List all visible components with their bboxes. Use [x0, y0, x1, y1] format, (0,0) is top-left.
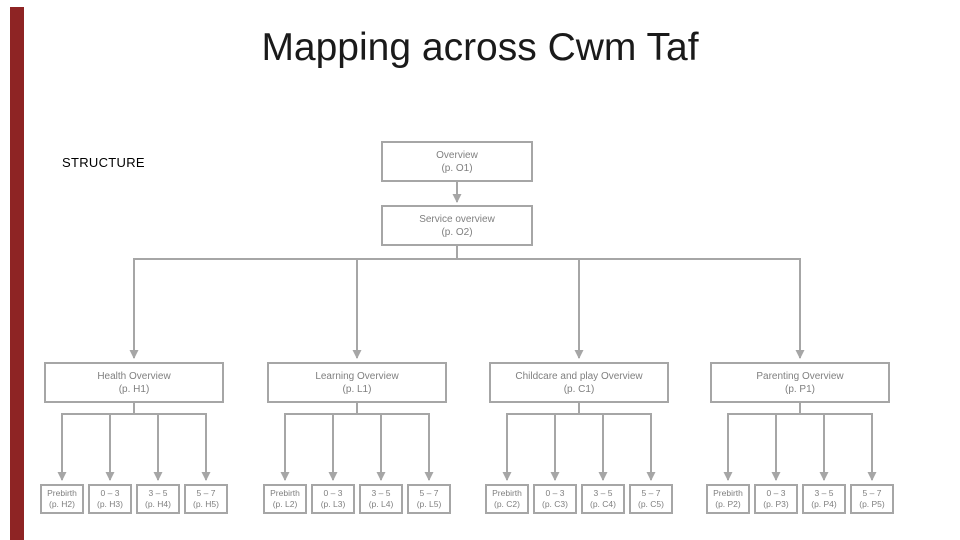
node-service-overview: Service overview (p. O2)	[381, 205, 533, 246]
node-title: Health Overview	[97, 370, 171, 382]
node-page: (p. C3)	[542, 499, 568, 509]
node-page: (p. L1)	[342, 383, 372, 395]
node-parenting-3-5: 3 – 5 (p. P4)	[802, 484, 846, 514]
node-page: (p. O2)	[441, 226, 473, 238]
node-page: (p. C4)	[590, 499, 616, 509]
node-title: 0 – 3	[323, 488, 343, 499]
page-title: Mapping across Cwm Taf	[261, 26, 699, 69]
node-learning-3-5: 3 – 5 (p. L4)	[359, 484, 403, 514]
node-page: (p. L3)	[320, 499, 346, 509]
node-page: (p. H2)	[49, 499, 75, 509]
node-page: (p. P3)	[763, 499, 789, 509]
node-page: (p. C5)	[638, 499, 664, 509]
node-title: 5 – 7	[862, 488, 882, 499]
node-title: Parenting Overview	[756, 370, 844, 382]
node-page: (p. C2)	[494, 499, 520, 509]
node-childcare-prebirth: Prebirth (p. C2)	[485, 484, 529, 514]
node-page: (p. L2)	[272, 499, 298, 509]
node-title: 0 – 3	[545, 488, 565, 499]
node-health-overview: Health Overview (p. H1)	[44, 362, 224, 403]
node-learning-prebirth: Prebirth (p. L2)	[263, 484, 307, 514]
node-page: (p. P5)	[859, 499, 885, 509]
node-parenting-prebirth: Prebirth (p. P2)	[706, 484, 750, 514]
node-page: (p. O1)	[441, 162, 473, 174]
node-title: 3 – 5	[593, 488, 613, 499]
node-parenting-0-3: 0 – 3 (p. P3)	[754, 484, 798, 514]
node-title: 0 – 3	[100, 488, 120, 499]
node-page: (p. H3)	[97, 499, 123, 509]
node-parenting-overview: Parenting Overview (p. P1)	[710, 362, 890, 403]
node-page: (p. H5)	[193, 499, 219, 509]
node-title: Childcare and play Overview	[515, 370, 643, 382]
node-title: 3 – 5	[148, 488, 168, 499]
node-title: 5 – 7	[641, 488, 661, 499]
node-page: (p. P2)	[715, 499, 741, 509]
node-title: Prebirth	[47, 488, 77, 499]
node-title: 5 – 7	[196, 488, 216, 499]
node-title: Overview	[436, 149, 478, 161]
section-label: STRUCTURE	[62, 155, 145, 170]
node-page: (p. P4)	[811, 499, 837, 509]
node-page: (p. L5)	[416, 499, 442, 509]
node-learning-overview: Learning Overview (p. L1)	[267, 362, 447, 403]
node-title: 3 – 5	[814, 488, 834, 499]
node-title: Service overview	[419, 213, 495, 225]
node-page: (p. H1)	[118, 383, 150, 395]
node-page: (p. L4)	[368, 499, 394, 509]
node-overview: Overview (p. O1)	[381, 141, 533, 182]
node-childcare-5-7: 5 – 7 (p. C5)	[629, 484, 673, 514]
node-health-0-3: 0 – 3 (p. H3)	[88, 484, 132, 514]
node-health-5-7: 5 – 7 (p. H5)	[184, 484, 228, 514]
node-title: Prebirth	[492, 488, 522, 499]
node-health-3-5: 3 – 5 (p. H4)	[136, 484, 180, 514]
node-parenting-5-7: 5 – 7 (p. P5)	[850, 484, 894, 514]
node-childcare-overview: Childcare and play Overview (p. C1)	[489, 362, 669, 403]
node-childcare-3-5: 3 – 5 (p. C4)	[581, 484, 625, 514]
node-title: Prebirth	[713, 488, 743, 499]
node-title: Learning Overview	[315, 370, 399, 382]
node-title: 5 – 7	[419, 488, 439, 499]
node-page: (p. H4)	[145, 499, 171, 509]
node-title: Prebirth	[270, 488, 300, 499]
node-title: 0 – 3	[766, 488, 786, 499]
accent-bar	[10, 7, 24, 540]
node-learning-5-7: 5 – 7 (p. L5)	[407, 484, 451, 514]
node-page: (p. P1)	[784, 383, 815, 395]
node-learning-0-3: 0 – 3 (p. L3)	[311, 484, 355, 514]
node-health-prebirth: Prebirth (p. H2)	[40, 484, 84, 514]
node-title: 3 – 5	[371, 488, 391, 499]
node-page: (p. C1)	[563, 383, 595, 395]
node-childcare-0-3: 0 – 3 (p. C3)	[533, 484, 577, 514]
